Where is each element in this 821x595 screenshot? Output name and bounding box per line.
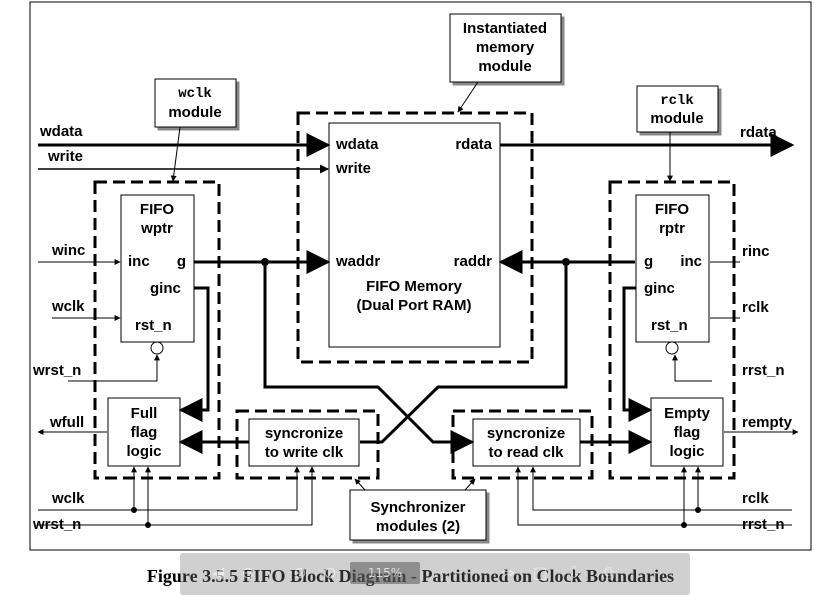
wptr-cross-bus: [263, 262, 475, 454]
mem-raddr-port: raddr: [454, 253, 493, 270]
rclk-module-word: module: [650, 110, 703, 127]
rclk-junction: [695, 507, 701, 513]
print-icon[interactable]: ⎙: [601, 563, 615, 582]
signal-rinc: rinc: [742, 243, 770, 260]
full-logic-line2: flag: [131, 424, 158, 441]
zoom-out-icon[interactable]: ⊖: [241, 563, 255, 582]
rclk-bottom-wire: [530, 466, 792, 511]
signal-wdata: wdata: [39, 123, 83, 140]
diagram-frame: [29, 1, 812, 551]
wptr-reset-bubble: [150, 341, 164, 355]
mem-waddr-port: waddr: [335, 253, 380, 270]
rptr-line1: FIFO: [655, 201, 689, 218]
wrst-bottom-wire: [38, 466, 315, 526]
signal-rrst-n-bottom: rrst_n: [742, 516, 785, 533]
full-logic-line3: logic: [126, 443, 161, 460]
wrst-junction: [145, 522, 151, 528]
rptr-block: [635, 194, 710, 343]
wclk-module-pointer: [170, 126, 181, 182]
wptr-g-port: g: [177, 253, 186, 270]
signal-wclk: wclk: [51, 298, 85, 315]
rrst-junction: [681, 522, 687, 528]
back-icon[interactable]: ◀: [211, 563, 225, 582]
sync-pointer-right: [464, 478, 476, 491]
rptr-inc-port: inc: [680, 253, 702, 270]
rptr-reset-bubble: [665, 341, 679, 355]
write-clock-partition: [93, 180, 221, 480]
page-icon[interactable]: ▢: [532, 563, 548, 582]
instantiated-label-line2: memory: [476, 39, 535, 56]
search-icon[interactable]: ⊙: [323, 563, 337, 582]
sync-write-line2: to write clk: [265, 444, 344, 461]
mem-write-port: write: [335, 160, 371, 177]
zoom-in-icon[interactable]: ⊕: [293, 563, 307, 582]
rptr-line2: rptr: [659, 220, 685, 237]
sync-pointer-left: [354, 478, 366, 491]
signal-rclk-bottom: rclk: [742, 490, 769, 507]
memory-partition: [296, 111, 534, 364]
signal-wrst-n-bottom: wrst_n: [32, 516, 81, 533]
synchronizer-modules-callout: [349, 489, 487, 541]
instantiated-label-line3: module: [478, 58, 531, 75]
mem-wdata-port: wdata: [335, 136, 379, 153]
empty-logic-line1: Empty: [664, 405, 711, 422]
wptr-line2: wptr: [140, 220, 173, 237]
signal-rrst-n: rrst_n: [742, 362, 785, 379]
rptr-rst-port: rst_n: [651, 317, 688, 334]
mem-subtitle: (Dual Port RAM): [357, 297, 472, 314]
rrst-bottom-wire: [515, 466, 792, 526]
signal-rdata: rdata: [740, 124, 777, 141]
rclk-module-code: rclk: [660, 93, 694, 109]
wclk-module-word: module: [168, 104, 221, 121]
instantiated-memory-callout: [449, 13, 562, 83]
empty-logic-line2: flag: [674, 424, 701, 441]
full-flag-logic-block: [107, 397, 181, 467]
rrst-wire: [672, 354, 712, 382]
rclk-module-callout: [636, 85, 719, 133]
rptr-g-port: g: [644, 253, 653, 270]
signal-rempty: rempty: [742, 414, 793, 431]
wptr-ginc-port: ginc: [150, 280, 181, 297]
signal-write: write: [47, 148, 83, 165]
instantiated-label-line1: Instantiated: [463, 20, 547, 37]
ginc-to-full-wire: [178, 286, 210, 422]
signal-rclk: rclk: [742, 299, 769, 316]
instantiated-pointer: [457, 81, 479, 113]
signal-winc: winc: [51, 242, 85, 259]
rptr-cross-bus: [360, 262, 568, 444]
rptr-ginc-port: ginc: [644, 280, 675, 297]
signal-wclk-bottom: wclk: [51, 490, 85, 507]
sync-read-line1: syncronize: [487, 425, 565, 442]
zoom-level-select[interactable]: 115%: [350, 562, 420, 584]
sync-modules-line2: modules (2): [376, 518, 460, 535]
wclk-module-callout: [154, 78, 237, 128]
wclk-module-code: wclk: [178, 86, 212, 102]
sync-read-line2: to read clk: [488, 444, 564, 461]
wclk-bottom-wire: [38, 466, 300, 511]
wptr-inc-port: inc: [128, 253, 150, 270]
sync-write-partition: [235, 409, 380, 480]
mem-title: FIFO Memory: [366, 278, 463, 295]
wptr-block: [120, 194, 195, 343]
read-clock-partition: [608, 180, 736, 480]
fit-icon[interactable]: ⇔: [501, 563, 515, 582]
wrst-wire: [68, 354, 160, 382]
mem-rdata-port: rdata: [455, 136, 492, 153]
empty-logic-line3: logic: [669, 443, 704, 460]
signal-wfull: wfull: [49, 414, 84, 431]
full-logic-line1: Full: [131, 405, 158, 422]
wptr-line1: FIFO: [140, 201, 174, 218]
signal-wrst-n: wrst_n: [32, 362, 81, 379]
sync-modules-line1: Synchronizer: [370, 499, 465, 516]
ginc-to-empty-wire: [622, 286, 653, 422]
fifo-memory-block: [328, 122, 501, 348]
wclk-junction: [131, 507, 137, 513]
wptr-rst-port: rst_n: [135, 317, 172, 334]
pdf-viewer-toolbar: ◀ ⊖ ⊕ ⊙ 115% ⇔ ▢ ⇩ ⎙: [180, 553, 690, 595]
download-icon[interactable]: ⇩: [567, 563, 581, 582]
sync-write-line1: syncronize: [265, 425, 343, 442]
